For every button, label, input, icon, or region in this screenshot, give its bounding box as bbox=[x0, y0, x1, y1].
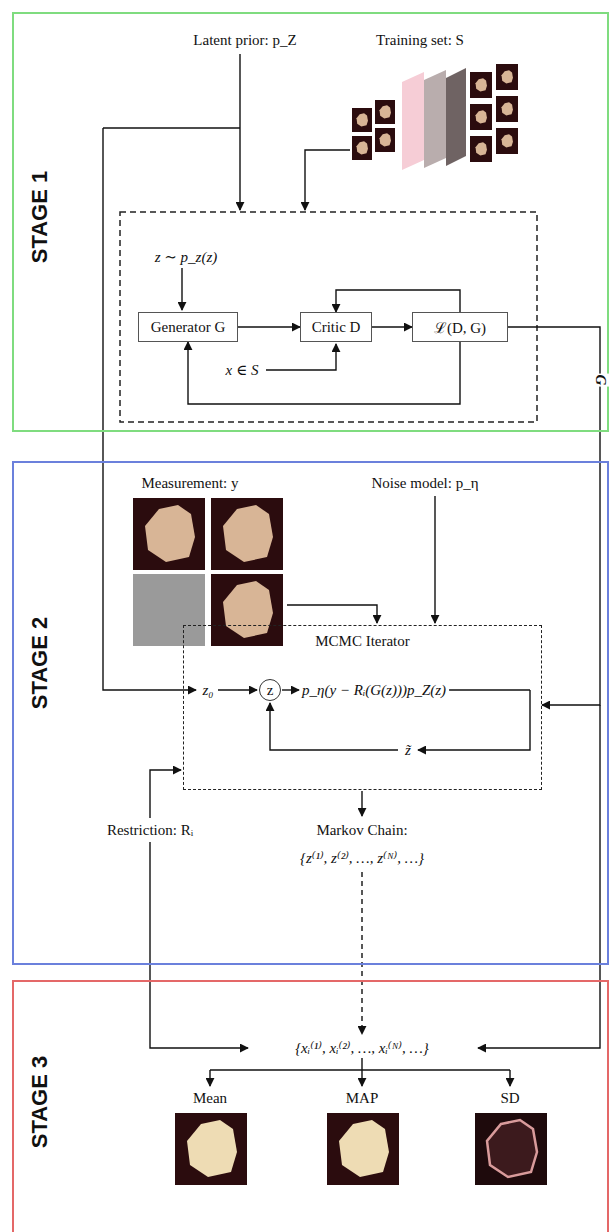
label-text: Measurement: y bbox=[141, 475, 238, 492]
label-text: Latent prior: p_Z bbox=[193, 32, 296, 49]
state-circle: z bbox=[259, 679, 281, 701]
split-bar bbox=[210, 1069, 510, 1070]
connector bbox=[238, 326, 300, 327]
accept-arrow bbox=[270, 703, 398, 750]
process-box: Critic D bbox=[300, 312, 372, 342]
prior-arrow bbox=[239, 54, 240, 210]
stage-band: STAGE 1 Generator G Critic D ℒ(D, G) bbox=[12, 12, 609, 432]
mean-arrow bbox=[209, 1070, 210, 1086]
label-text: {z⁽¹⁾, z⁽²⁾, …, z⁽ᴺ⁾, …} bbox=[300, 849, 424, 867]
init-arrow bbox=[218, 689, 257, 690]
restriction-to-stage3 bbox=[150, 842, 248, 1048]
connector bbox=[336, 290, 460, 312]
label-text: z ∼ p_z(z) bbox=[155, 248, 218, 266]
stage-title: STAGE 2 bbox=[27, 617, 53, 710]
label-text: Noise model: p_η bbox=[372, 475, 479, 492]
label-text: x ∈ S bbox=[226, 361, 259, 379]
label-text: Mean bbox=[193, 1090, 227, 1107]
training-loop-frame bbox=[120, 212, 537, 422]
label-text: SD bbox=[500, 1090, 519, 1107]
training-set-illustration bbox=[352, 64, 518, 170]
label-text: Training set: S bbox=[376, 32, 464, 49]
latent-arrow bbox=[181, 268, 182, 310]
edge-label: G bbox=[590, 374, 611, 387]
measurement-images bbox=[133, 498, 283, 646]
restriction-arrow bbox=[150, 770, 181, 818]
noise-arrow bbox=[434, 496, 435, 623]
generator-to-stage3 bbox=[478, 705, 600, 1048]
loss-box: ℒ(D, G) bbox=[412, 312, 508, 342]
node-text: Generator G bbox=[151, 319, 226, 336]
stage-band: STAGE 3 bbox=[12, 980, 609, 1232]
formula-stub bbox=[449, 689, 530, 690]
chain-arrow bbox=[361, 791, 362, 816]
connector bbox=[188, 342, 460, 404]
sd-arrow bbox=[509, 1070, 510, 1086]
node-text: z bbox=[267, 682, 274, 699]
state-arrow bbox=[282, 689, 299, 690]
label-text: MAP bbox=[346, 1090, 379, 1107]
label-text: z̃ bbox=[405, 742, 411, 759]
training-arrow bbox=[305, 150, 350, 210]
stage-band: STAGE 2 MCMC Iterator z bbox=[12, 461, 609, 965]
connector bbox=[372, 326, 412, 327]
node-text: MCMC Iterator bbox=[184, 633, 541, 650]
label-text: {xᵢ⁽¹⁾, xᵢ⁽²⁾, …, xᵢ⁽ᴺ⁾, …} bbox=[295, 1039, 429, 1057]
measurement-arrow bbox=[287, 605, 377, 623]
label-text: p_η(y − Rᵢ(G(z)))p_Z(z) bbox=[302, 682, 446, 699]
label-text: Restriction: Rᵢ bbox=[107, 822, 193, 839]
wires bbox=[103, 54, 600, 1086]
chain-to-stage3 bbox=[361, 872, 362, 1034]
split-stem bbox=[361, 1058, 362, 1070]
prior-branch bbox=[103, 127, 240, 128]
label-text: z₀ bbox=[202, 682, 213, 699]
result-images bbox=[175, 1113, 547, 1185]
process-box: Generator G bbox=[138, 312, 238, 342]
node-text: Critic D bbox=[312, 319, 361, 336]
node-text: ℒ(D, G) bbox=[434, 317, 486, 337]
sample-arrow bbox=[266, 344, 336, 370]
stage-title: STAGE 1 bbox=[27, 171, 53, 264]
label-text: Markov Chain: bbox=[316, 822, 407, 839]
map-arrow bbox=[361, 1070, 362, 1086]
proposal-arrow bbox=[418, 690, 530, 750]
connector bbox=[508, 327, 600, 705]
stage-title: STAGE 3 bbox=[27, 1056, 53, 1149]
iterator-box: MCMC Iterator z bbox=[183, 625, 542, 790]
